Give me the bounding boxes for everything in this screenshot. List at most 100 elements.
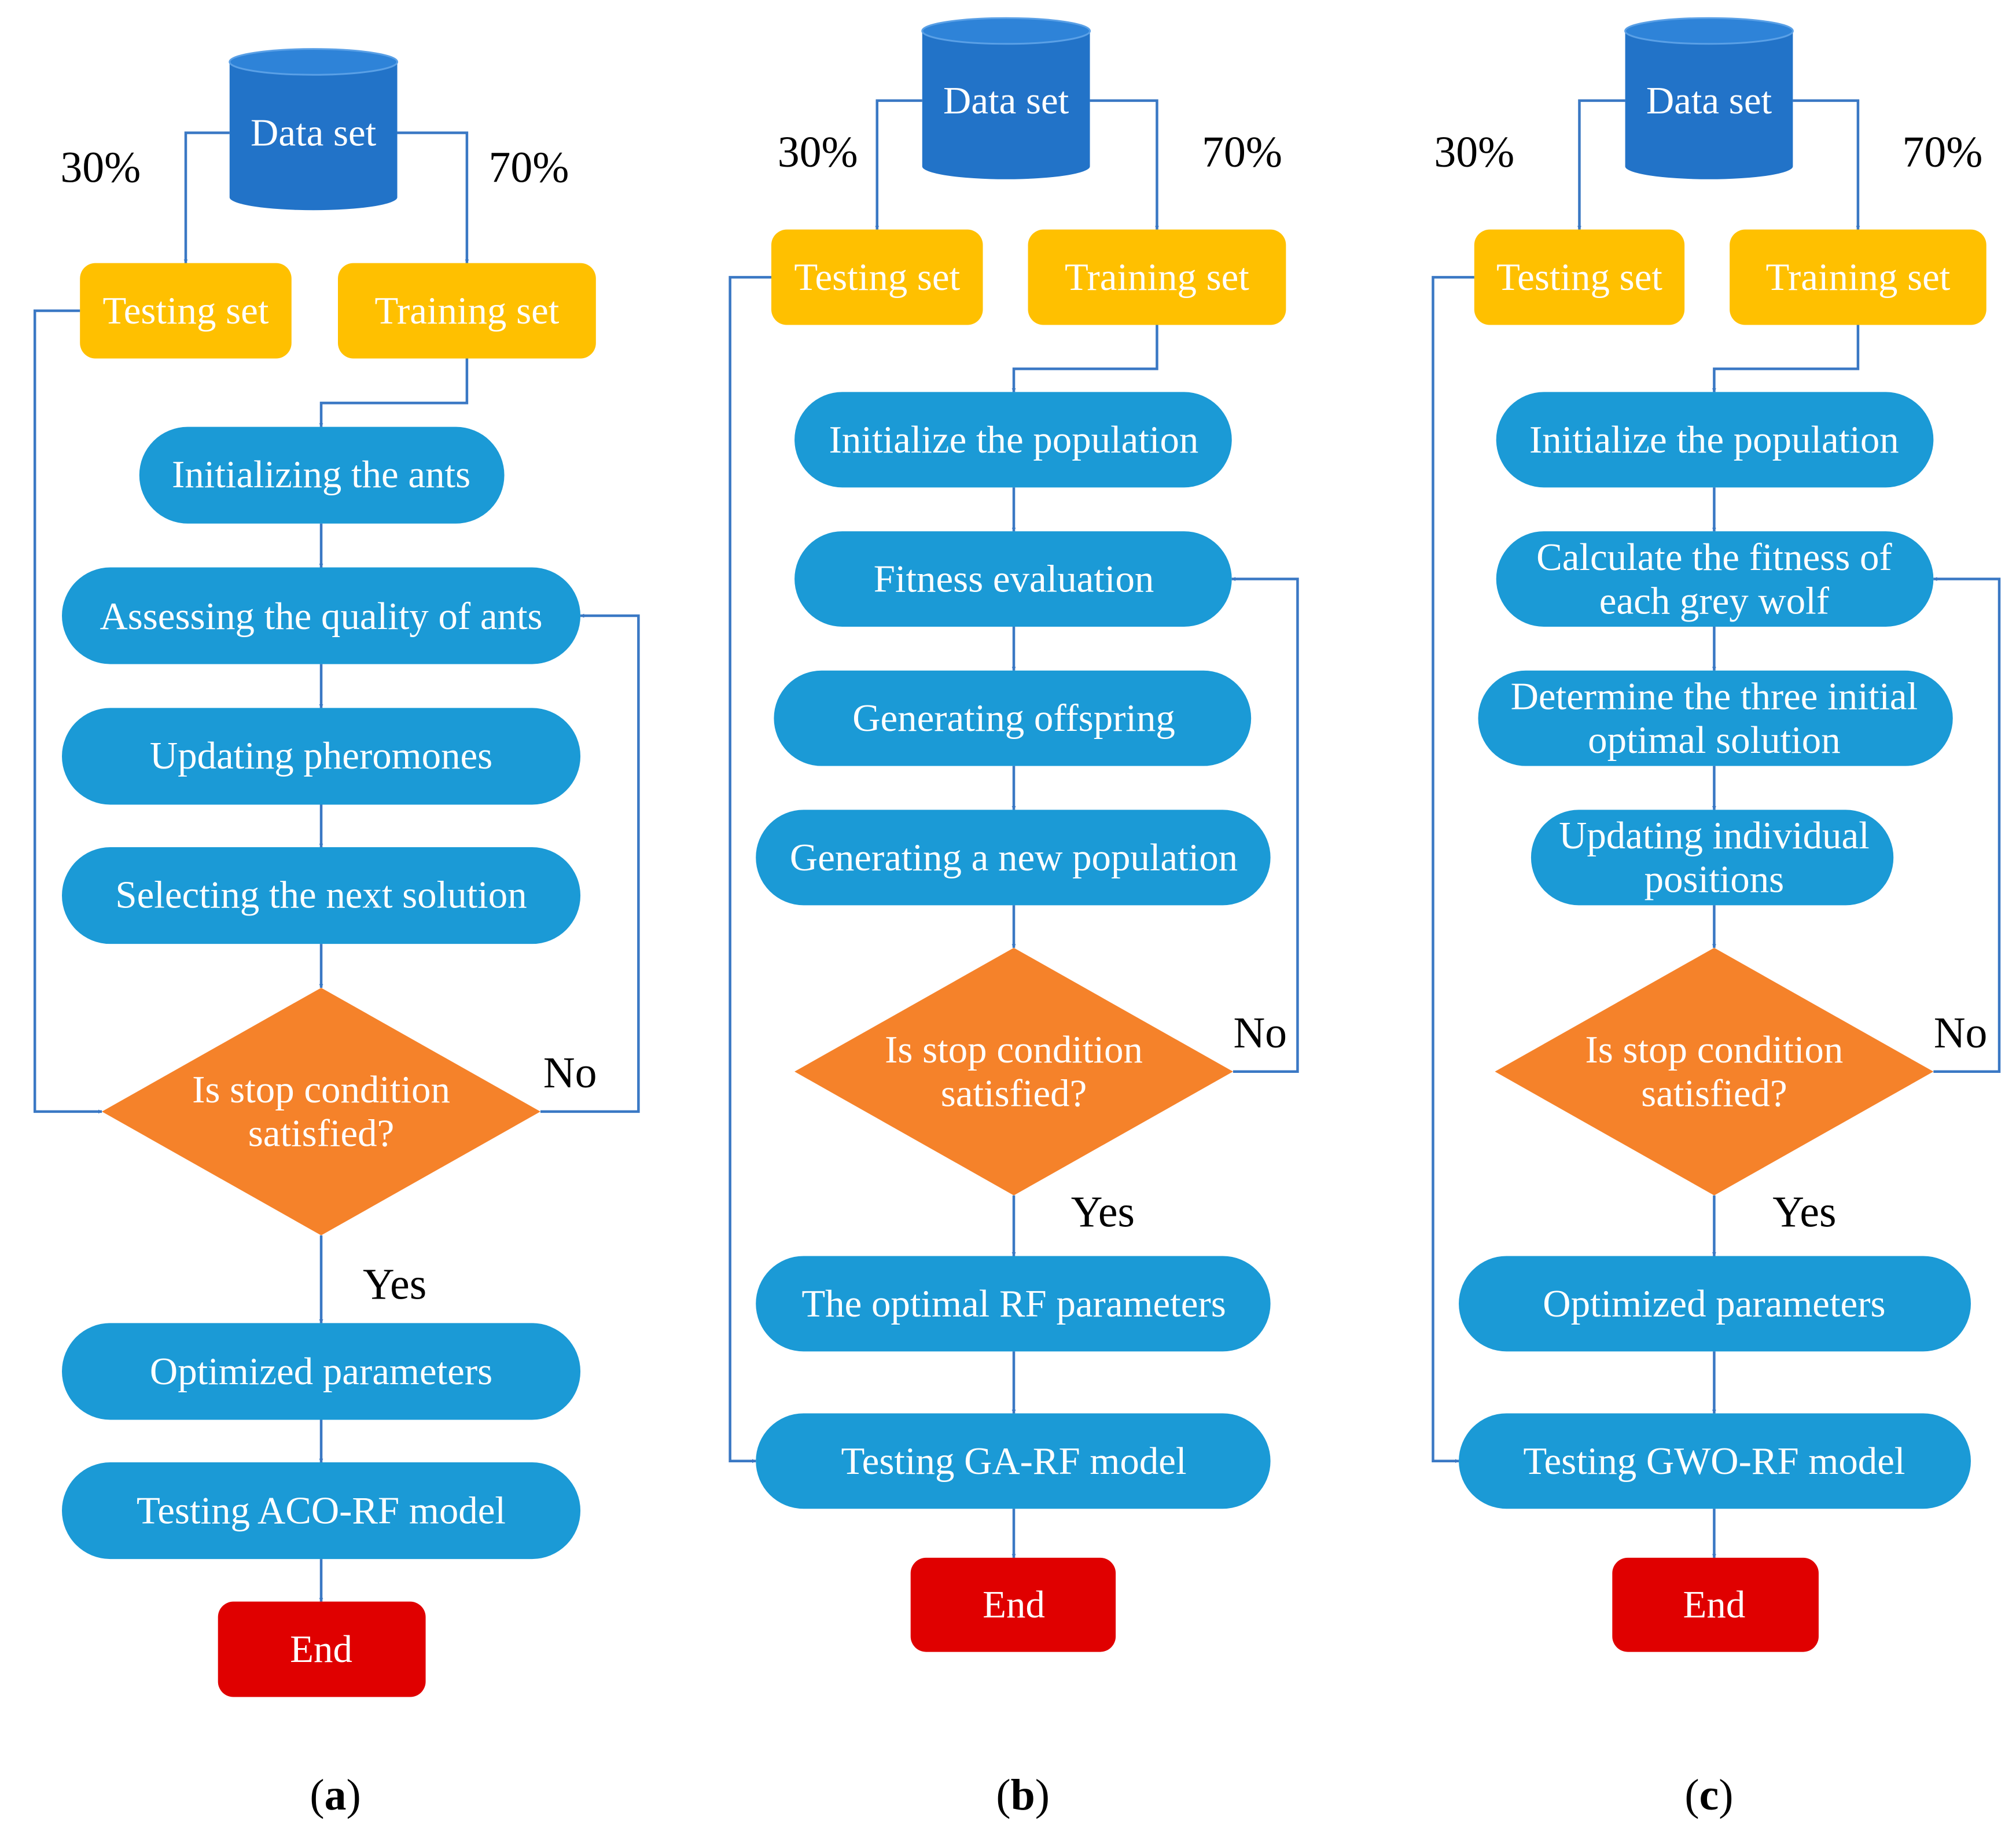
- process-step-3-label: Updating pheromones: [150, 734, 492, 777]
- decision-label-line-1: Is stop condition: [192, 1068, 450, 1111]
- arrow-to-testing-set: [875, 99, 922, 230]
- arrow-to-testing-set: [183, 131, 230, 264]
- arrow-no-loop: [1231, 577, 1299, 1073]
- testing-model-box: [756, 1413, 1271, 1509]
- process-step-2-label-line-1: Calculate the fitness of: [1536, 536, 1892, 579]
- optimized-parameters-label: The optimal RF parameters: [801, 1282, 1226, 1325]
- panel-caption-letter: c: [1699, 1771, 1719, 1819]
- process-step-3: [1478, 670, 1953, 766]
- no-label: No: [1233, 1009, 1287, 1057]
- testing-model-box: [61, 1462, 581, 1560]
- yes-label: Yes: [1772, 1188, 1836, 1237]
- training-set-box: [1028, 229, 1286, 325]
- process-step-4: [61, 847, 581, 944]
- training-set-label: Training set: [1766, 256, 1951, 299]
- end-box: [910, 1557, 1116, 1652]
- split-30-label: 30%: [1434, 128, 1514, 176]
- process-step-3: [61, 708, 581, 805]
- cylinder-top: [921, 17, 1091, 45]
- arrow-no-loop: [1933, 577, 2001, 1073]
- no-label: No: [543, 1049, 597, 1097]
- testing-set-box: [1474, 229, 1685, 325]
- process-step-3-label-line-1: Determine the three initial: [1511, 675, 1918, 718]
- decision-label-line-2: satisfied?: [1641, 1072, 1787, 1115]
- process-step-3: [774, 670, 1252, 766]
- arrow-to-training-set: [1793, 99, 1860, 230]
- decision-diamond: [102, 987, 540, 1235]
- process-step-4: [756, 810, 1271, 906]
- split-30-label: 30%: [778, 128, 858, 176]
- process-step-4-label-line-2: positions: [1645, 858, 1784, 901]
- process-step-2-label: Assessing the quality of ants: [100, 595, 542, 638]
- decision-diamond: [794, 947, 1233, 1196]
- arrow-to-first-step: [1712, 325, 1860, 393]
- process-step-4: [1531, 810, 1894, 906]
- end-label: End: [290, 1628, 352, 1671]
- yes-label: Yes: [1071, 1188, 1135, 1237]
- process-step-1: [794, 392, 1232, 488]
- process-step-2: [1496, 531, 1934, 627]
- optimized-parameters-box: [756, 1256, 1271, 1352]
- testing-set-label: Testing set: [794, 256, 960, 299]
- yes-label: Yes: [363, 1260, 426, 1308]
- panel-caption: (b): [996, 1771, 1050, 1819]
- process-step-4-label-line-1: Updating individual: [1559, 814, 1870, 857]
- testing-model-box: [1459, 1413, 1971, 1509]
- cylinder-body: [922, 31, 1090, 179]
- optimized-parameters-box: [1459, 1256, 1971, 1352]
- decision-diamond: [1495, 947, 1934, 1196]
- decision-label-line-2: satisfied?: [941, 1072, 1087, 1115]
- process-step-4-label: Selecting the next solution: [115, 874, 527, 917]
- arrow-to-testing-set: [1577, 99, 1625, 230]
- process-step-3-label-line-2: optimal solution: [1588, 719, 1840, 762]
- process-step-4-label: Generating a new population: [790, 836, 1238, 879]
- cylinder-top: [1624, 17, 1794, 45]
- dataset-cylinder: [229, 48, 399, 211]
- testing-model-label: Testing GWO-RF model: [1523, 1440, 1905, 1483]
- testing-set-box: [771, 229, 983, 325]
- training-set-box: [1730, 229, 1986, 325]
- training-set-label: Training set: [1065, 256, 1249, 299]
- process-step-1: [139, 426, 505, 524]
- split-30-label: 30%: [60, 144, 141, 192]
- dataset-label: Data set: [251, 112, 377, 155]
- arrow-testing-set-to-testing-model: [729, 275, 771, 1463]
- panel-caption: (a): [310, 1771, 360, 1819]
- optimized-parameters-box: [61, 1323, 581, 1420]
- decision-label-line-1: Is stop condition: [1585, 1028, 1844, 1071]
- dataset-label: Data set: [943, 79, 1069, 122]
- dataset-cylinder: [1624, 17, 1794, 179]
- process-step-2: [61, 567, 581, 664]
- split-70-label: 70%: [1902, 128, 1982, 176]
- arrow-to-first-step: [1011, 325, 1158, 393]
- arrow-testing-set-to-decision: [33, 309, 102, 1114]
- training-set-label: Training set: [374, 289, 559, 332]
- process-step-2-label-line-2: each grey wolf: [1599, 579, 1830, 622]
- dataset-label: Data set: [1646, 79, 1772, 122]
- testing-set-label: Testing set: [1496, 256, 1662, 299]
- training-set-box: [338, 263, 596, 359]
- end-label: End: [1683, 1583, 1746, 1626]
- optimized-parameters-label: Optimized parameters: [1543, 1282, 1885, 1325]
- end-box: [218, 1601, 426, 1697]
- decision-label-line-2: satisfied?: [248, 1112, 395, 1155]
- end-label: End: [983, 1583, 1045, 1626]
- cylinder-body: [1625, 31, 1793, 179]
- panel-caption: (c): [1684, 1771, 1733, 1819]
- testing-set-box: [80, 263, 292, 359]
- process-step-2: [794, 531, 1232, 627]
- arrow-to-training-set: [1090, 99, 1159, 230]
- testing-model-label: Testing GA-RF model: [841, 1440, 1187, 1483]
- end-box: [1612, 1557, 1819, 1652]
- testing-model-label: Testing ACO-RF model: [137, 1490, 506, 1532]
- cylinder-body: [229, 61, 398, 211]
- panel-caption-letter: a: [325, 1771, 347, 1819]
- arrow-to-training-set: [397, 131, 469, 264]
- split-70-label: 70%: [1202, 128, 1282, 176]
- dataset-cylinder: [921, 17, 1091, 179]
- arrow-testing-set-to-testing-model: [1432, 275, 1474, 1463]
